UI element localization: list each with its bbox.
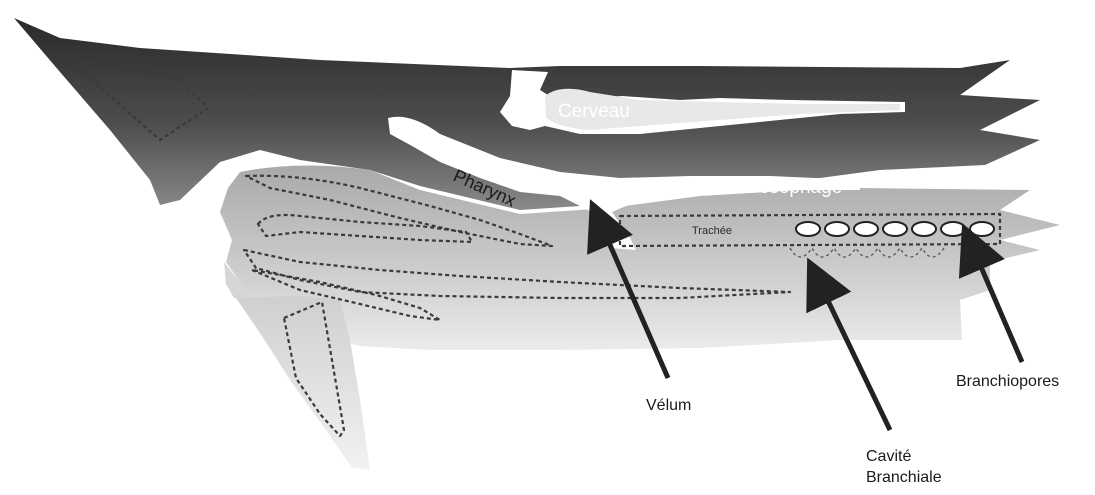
branchiopore <box>854 222 878 236</box>
branchiopores-arrow <box>972 246 1022 362</box>
label-cavite-line1: Cavité <box>866 448 911 465</box>
label-cerveau: Cerveau <box>558 101 630 122</box>
branchiopore <box>970 222 994 236</box>
label-oesophage: Oesophage <box>744 177 842 198</box>
branchiopore <box>941 222 965 236</box>
label-cavite-line2: Branchiale <box>866 469 942 486</box>
branchiopore <box>796 222 820 236</box>
label-velum: Vélum <box>646 397 691 414</box>
label-branchiopores: Branchiopores <box>956 373 1059 390</box>
branchiopore <box>912 222 936 236</box>
branchiopore <box>825 222 849 236</box>
branchiopore <box>883 222 907 236</box>
label-trachee: Trachée <box>692 225 732 237</box>
